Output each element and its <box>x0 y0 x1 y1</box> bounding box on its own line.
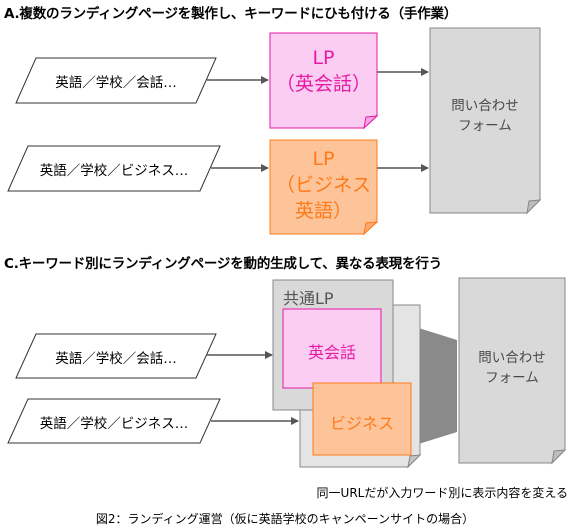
a-keyword-2-shape <box>7 145 221 192</box>
a-form-line1: 問い合わせ <box>451 98 519 114</box>
a-keyword-1-label: 英語／学校／会話… <box>55 75 177 91</box>
c-keyword-1-label: 英語／学校／会話… <box>55 351 177 367</box>
a-lp-2-line1: LP <box>312 148 335 170</box>
a-keyword-2-label: 英語／学校／ビジネス… <box>39 163 189 179</box>
a-lp-1-line2: （英会話） <box>275 73 371 95</box>
c-form-line2: フォーム <box>485 370 539 386</box>
c-variant-2-label: ビジネス <box>329 414 394 433</box>
a-form-fold <box>526 199 542 215</box>
a-keyword-1-shape <box>15 57 217 104</box>
section-a-heading: A.複数のランディングページを製作し、キーワードにひも付ける（手作業） <box>4 6 458 22</box>
figure-caption: 図2：ランディング運営（仮に英語学校のキャンペーンサイトの場合） <box>95 512 475 526</box>
c-form-label: 問い合わせ フォーム <box>459 348 565 388</box>
c-form-line1: 問い合わせ <box>478 350 546 366</box>
a-form-label: 問い合わせ フォーム <box>430 96 540 136</box>
a-lp-2-label: LP （ビジネス 英語） <box>270 146 377 224</box>
c-keyword-2-shape <box>7 398 221 444</box>
c-common-lp-label: 共通LP <box>283 289 334 308</box>
c-note: 同一URLだが入力ワード別に表示内容を変える <box>316 486 568 500</box>
section-c-heading: C.キーワード別にランディングページを動的生成して、異なる表現を行う <box>4 256 442 272</box>
a-lp-1-label: LP （英会話） <box>270 45 377 97</box>
a-lp-2-line2: （ビジネス <box>275 174 371 196</box>
c-variant-2-box <box>312 382 412 456</box>
c-variant-1-label: 英会話 <box>307 343 356 362</box>
a-lp-1-fold <box>363 115 379 130</box>
c-common-lp-back-fold <box>407 454 422 469</box>
c-keyword-2-label: 英語／学校／ビジネス… <box>39 416 189 432</box>
a-lp-2-fold <box>363 221 379 236</box>
c-variant-1-box <box>282 308 382 389</box>
a-lp-2-line3: 英語） <box>294 200 352 222</box>
a-lp-1-line1: LP <box>312 47 335 69</box>
c-keyword-1-shape <box>15 333 217 379</box>
a-form-line2: フォーム <box>458 118 512 134</box>
c-form-fold <box>551 449 567 465</box>
